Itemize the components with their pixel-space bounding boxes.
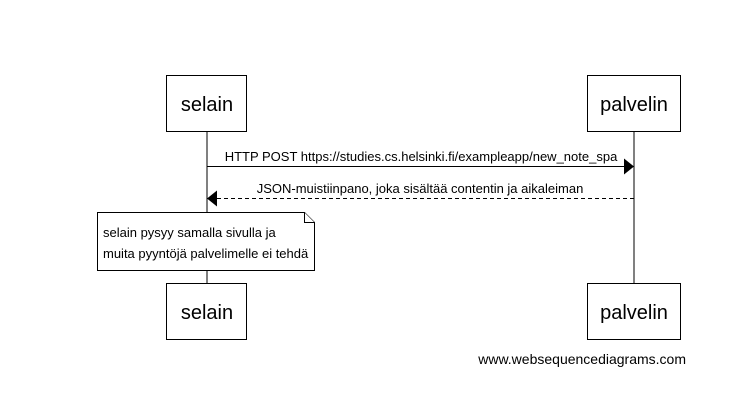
note-line-1: selain pysyy samalla sivulla ja (103, 225, 276, 240)
note: selain pysyy samalla sivulla ja muita py… (97, 212, 315, 271)
message-json-response: JSON-muistiinpano, joka sisältää content… (207, 181, 634, 207)
participant-selain-top: selain (166, 75, 247, 132)
participant-selain-bottom-label: selain (181, 302, 233, 324)
message-http-post-arrowhead (624, 158, 634, 175)
participant-selain-top-label: selain (181, 94, 233, 116)
message-http-post: HTTP POST https://studies.cs.helsinki.fi… (207, 149, 634, 175)
participant-palvelin-top-label: palvelin (600, 94, 668, 116)
participant-palvelin-bottom: palvelin (587, 283, 681, 340)
participant-palvelin-top: palvelin (587, 75, 681, 132)
note-line-2: muita pyyntöjä palvelimelle ei tehdä (103, 246, 309, 261)
watermark-text: www.websequencediagrams.com (477, 351, 686, 367)
participant-selain-bottom: selain (166, 283, 247, 340)
note-box (97, 212, 315, 271)
note-fold-corner (304, 212, 315, 223)
message-http-post-label: HTTP POST https://studies.cs.helsinki.fi… (225, 149, 618, 164)
participant-palvelin-bottom-label: palvelin (600, 302, 668, 324)
message-json-response-arrowhead (207, 190, 217, 207)
message-json-response-label: JSON-muistiinpano, joka sisältää content… (257, 181, 584, 196)
